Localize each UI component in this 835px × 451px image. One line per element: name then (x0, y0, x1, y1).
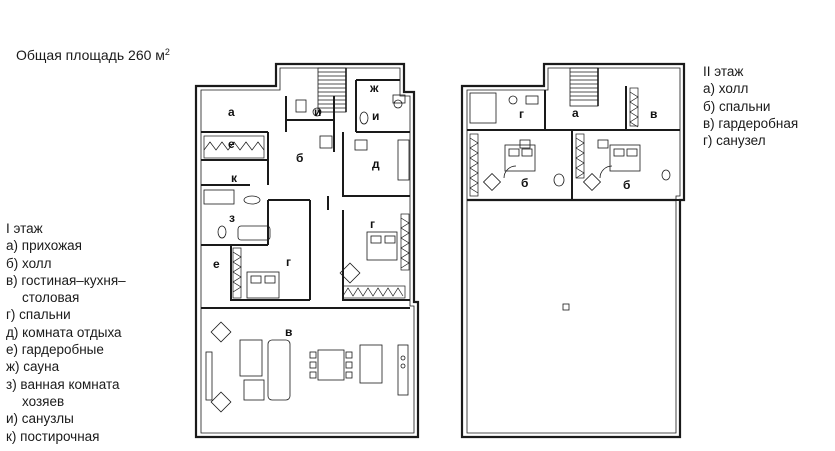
floor1-legend: I этаж а) прихожая б) холл в) гостиная–к… (6, 220, 126, 445)
floor1-fixtures (203, 94, 410, 241)
floor2-legend-title: II этаж (703, 64, 744, 79)
floor2-legend-item: в) гардеробная (703, 115, 799, 131)
room-tag-a: а (228, 105, 235, 119)
floor2-beds (482, 144, 671, 192)
room-tag-e: е (228, 137, 235, 151)
floor2-outer-wall (460, 62, 686, 439)
floor1-legend-item: а) прихожая (6, 238, 82, 254)
room-tag-g: г (286, 255, 291, 269)
floor2-legend-item: а) холл (703, 81, 749, 97)
room-tag-b: б (296, 151, 303, 165)
floor1-inner-wall (200, 67, 415, 434)
floor1-legend-item: к) постирочная (6, 428, 100, 444)
floor2-fixtures (469, 92, 613, 179)
floor1-legend-item: и) санузлы (6, 411, 74, 427)
floor1-legend-item: в) гостиная–кухня– (6, 272, 126, 288)
floor1-legend-item: хозяев (22, 393, 65, 409)
floor1-staircase (317, 67, 347, 113)
total-area-label: Общая площадь 260 м2 (16, 44, 170, 64)
floor2-inner-wall (466, 67, 681, 434)
room-tag-i: и (314, 105, 321, 119)
floor1-legend-item: ж) сауна (6, 359, 60, 375)
floor2-staircase (569, 67, 599, 107)
room-tag-g2: г (370, 217, 375, 231)
floor1-partitions (201, 79, 410, 309)
room-tag-v: в (285, 325, 292, 339)
floor1-room-tags: а б в г г д е е ж з и и к (213, 81, 380, 339)
floor1-legend-item: е) гардеробные (6, 342, 104, 358)
floor2-room-tags: г а в б б (519, 106, 657, 192)
floor1-legend-item: д) комната отдыха (6, 324, 122, 340)
floor2-plan: г а в б б (460, 62, 686, 439)
floor2-legend-item: г) санузел (703, 133, 766, 149)
room2-tag-v: в (650, 107, 657, 121)
floor2-partitions (467, 86, 680, 202)
room2-tag-a: а (572, 106, 579, 120)
floor2-wardrobes (469, 87, 639, 197)
room-tag-e2: е (213, 257, 220, 271)
floor1-wardrobes (203, 135, 410, 299)
floor1-legend-item: б) холл (6, 255, 52, 271)
total-area-text: Общая площадь 260 м (16, 47, 165, 63)
floor1-legend-item: столовая (22, 290, 80, 306)
room-tag-k: к (231, 171, 238, 185)
total-area-superscript: 2 (164, 47, 170, 57)
floor2-void (562, 303, 570, 311)
floor2-legend: II этаж а) холл б) спальни в) гардеробна… (703, 63, 798, 149)
floor1-living-furniture (205, 321, 409, 413)
room2-tag-b1: б (521, 176, 528, 190)
floor2-legend-item: б) спальни (703, 98, 771, 114)
floor1-plan: а б в г г д е е ж з и и к (194, 62, 420, 439)
room2-tag-b2: б (623, 178, 630, 192)
floor1-legend-item: з) ванная комната (6, 376, 120, 392)
floor1-outer-wall (194, 62, 420, 439)
room2-tag-g: г (519, 107, 524, 121)
room-tag-z: з (229, 211, 235, 225)
room-tag-zh: ж (369, 81, 379, 95)
floor1-legend-item: г) спальни (6, 307, 71, 323)
room-tag-d: д (372, 157, 380, 171)
room-tag-i2: и (372, 109, 379, 123)
floor1-beds (246, 231, 398, 299)
floor1-legend-title: I этаж (6, 221, 43, 236)
